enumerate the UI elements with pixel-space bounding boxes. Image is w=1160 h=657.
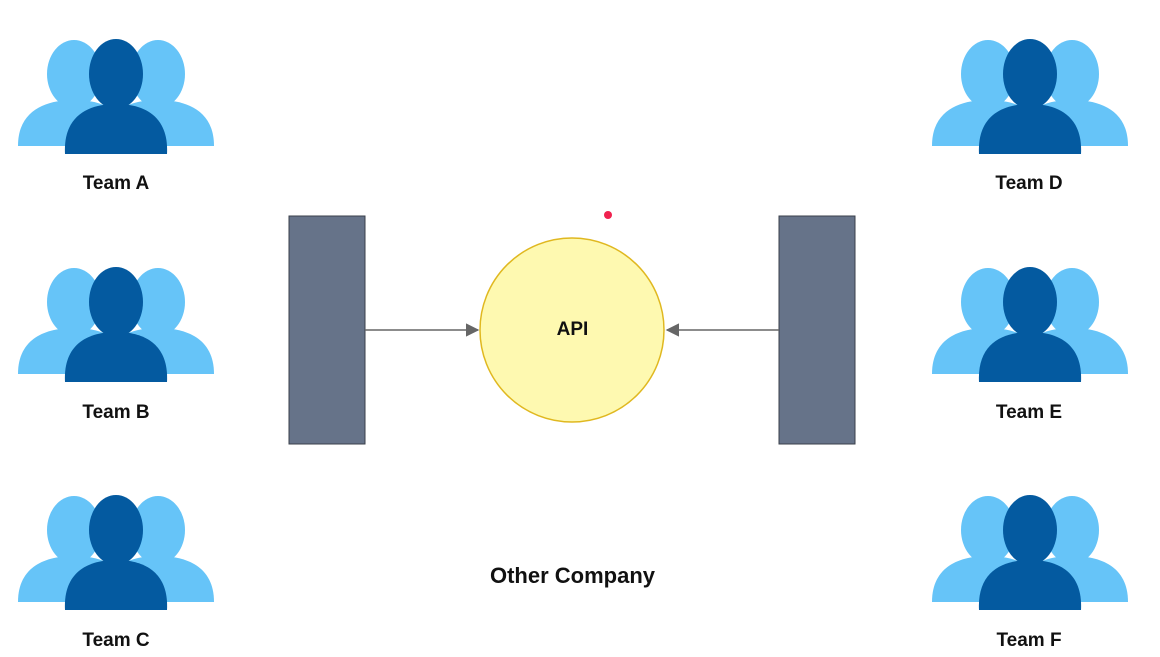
other-company-label: Other Company	[489, 563, 656, 588]
team-icon	[18, 267, 214, 382]
team-icon	[932, 39, 1128, 154]
team-c-label: Team C	[82, 630, 150, 651]
team-f-label: Team F	[996, 630, 1062, 651]
api-label: API	[556, 319, 589, 340]
team-e-label: Team E	[995, 402, 1063, 423]
api-circle	[479, 237, 665, 423]
team-b-label: Team B	[82, 402, 150, 423]
right-gateway	[778, 215, 856, 445]
team-icon	[932, 495, 1128, 610]
team-icon	[18, 495, 214, 610]
left-gateway	[288, 215, 366, 445]
team-icon	[18, 39, 214, 154]
team-d-label: Team D	[995, 173, 1063, 194]
team-icon	[932, 267, 1128, 382]
pointer-dot	[604, 211, 612, 219]
team-a-label: Team A	[82, 173, 150, 194]
